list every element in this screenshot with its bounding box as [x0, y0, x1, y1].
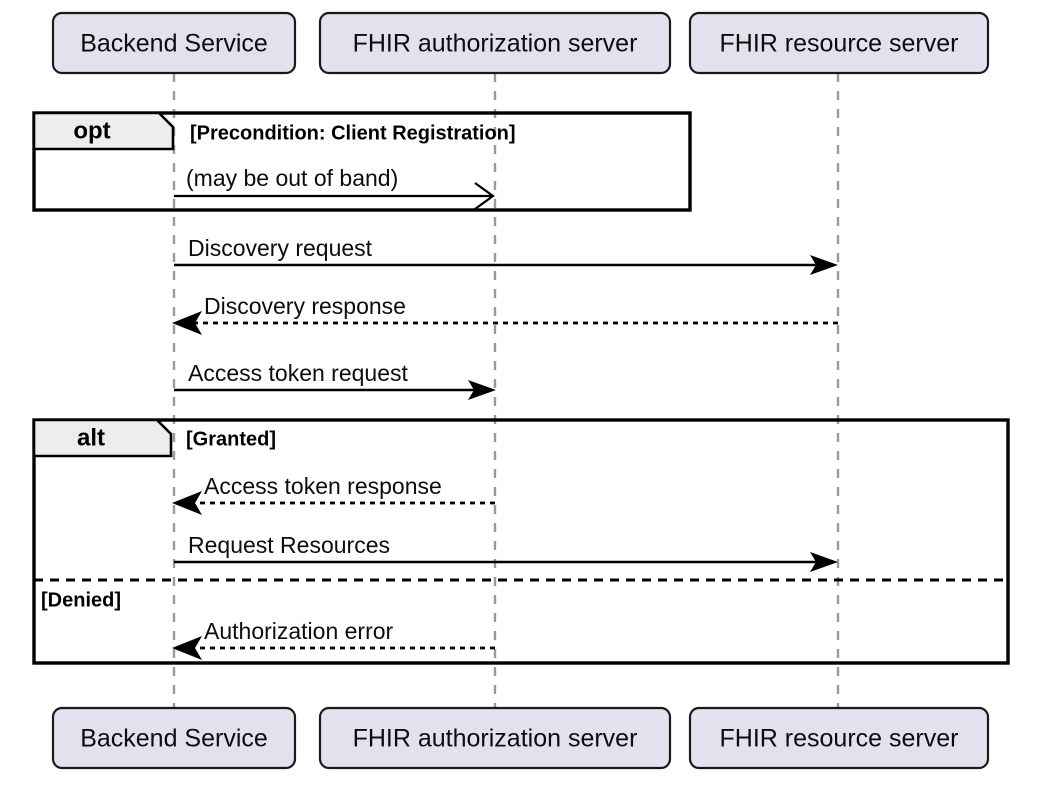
participant-label-resource: FHIR resource server — [720, 30, 959, 58]
fragment-opt-tab — [32, 111, 175, 151]
participant-box-backend-bottom[interactable] — [51, 706, 297, 770]
message-access-token-response[interactable]: Access token response — [172, 473, 495, 515]
message-discovery-request-label: Discovery request — [188, 235, 373, 261]
participant-label-backend: Backend Service — [80, 30, 268, 58]
participant-box-auth-bottom[interactable] — [318, 706, 672, 770]
participant-box-backend[interactable] — [51, 11, 297, 75]
message-request-resources[interactable]: Request Resources — [174, 532, 838, 572]
fragment-opt-operator-label: opt — [73, 117, 110, 144]
message-discovery-response[interactable]: Discovery response — [172, 293, 838, 335]
participant-head-resource[interactable]: FHIR resource server — [688, 11, 990, 75]
message-access-token-request-label: Access token request — [188, 360, 409, 386]
fragment-alt-tab — [32, 418, 173, 458]
participant-box-resource[interactable] — [688, 11, 990, 75]
fragment-alt-operator-label: alt — [77, 424, 105, 451]
participant-label-auth-bottom: FHIR authorization server — [353, 725, 638, 753]
message-discovery-response-label: Discovery response — [204, 293, 406, 319]
message-discovery-request-arrowhead — [810, 255, 838, 275]
fragment-alt[interactable]: alt [Granted] [Denied] — [32, 418, 1010, 665]
fragment-opt-condition-label: [Precondition: Client Registration] — [190, 122, 516, 144]
participant-label-auth: FHIR authorization server — [353, 30, 638, 58]
participant-foot-auth[interactable]: FHIR authorization server — [318, 706, 672, 770]
message-out-of-band-label: (may be out of band) — [186, 165, 398, 191]
fragment-opt-border — [32, 111, 692, 212]
message-out-of-band-arrowhead — [474, 182, 495, 210]
participant-label-backend-bottom: Backend Service — [80, 725, 268, 753]
message-access-token-request[interactable]: Access token request — [174, 360, 496, 400]
participant-head-backend[interactable]: Backend Service — [51, 11, 297, 75]
message-request-resources-label: Request Resources — [188, 532, 390, 558]
participant-label-resource-bottom: FHIR resource server — [720, 725, 959, 753]
message-access-token-response-arrowhead — [172, 491, 202, 515]
message-access-token-request-arrowhead — [468, 380, 496, 400]
message-authorization-error[interactable]: Authorization error — [172, 618, 495, 660]
message-request-resources-arrowhead — [810, 552, 838, 572]
lifelines-group — [172, 73, 840, 708]
message-discovery-request[interactable]: Discovery request — [174, 235, 838, 275]
fragment-opt[interactable]: opt [Precondition: Client Registration] — [32, 111, 692, 212]
fragment-alt-condition-granted: [Granted] — [186, 428, 276, 450]
message-authorization-error-label: Authorization error — [204, 618, 394, 644]
fragment-alt-condition-denied: [Denied] — [41, 589, 121, 611]
participant-head-auth[interactable]: FHIR authorization server — [318, 11, 672, 75]
participant-foot-backend[interactable]: Backend Service — [51, 706, 297, 770]
participant-box-resource-bottom[interactable] — [688, 706, 990, 770]
message-access-token-response-label: Access token response — [204, 473, 442, 499]
participant-box-auth[interactable] — [318, 11, 672, 75]
participant-foot-resource[interactable]: FHIR resource server — [688, 706, 990, 770]
message-authorization-error-arrowhead — [172, 636, 202, 660]
message-discovery-response-arrowhead — [172, 311, 202, 335]
fragment-alt-border — [32, 418, 1010, 665]
message-out-of-band[interactable]: (may be out of band) — [174, 165, 495, 210]
